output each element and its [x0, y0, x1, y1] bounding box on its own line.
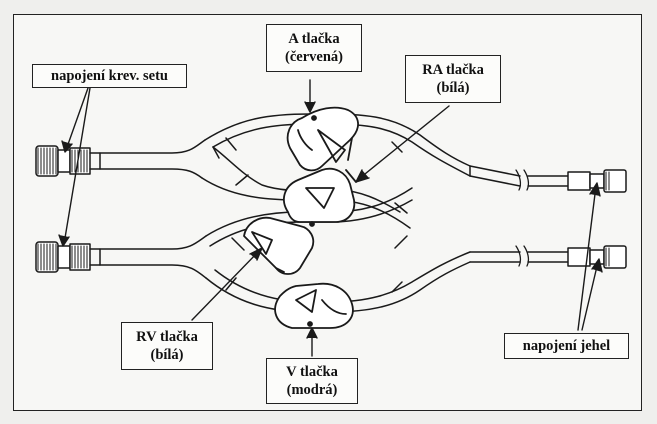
ra-clamp-label: RA tlačka (bílá) [405, 55, 501, 103]
a-clamp-label-line2: (červená) [285, 49, 343, 65]
rv-clamp-label: RV tlačka (bílá) [121, 322, 213, 370]
left-connector-lower [35, 241, 101, 273]
right-connector-upper [567, 169, 627, 193]
a-clamp-shape [286, 106, 359, 172]
rv-clamp-label-line2: (bílá) [150, 347, 184, 363]
blood-set-connection-text: napojení krev. setu [51, 68, 168, 84]
right-connector-lower [567, 245, 627, 269]
blood-set-connection-label: napojení krev. setu [32, 64, 187, 88]
rv-clamp-label-line1: RV tlačka [136, 329, 198, 345]
a-clamp-label-line1: A tlačka [288, 31, 340, 47]
ra-clamp-shape [283, 167, 357, 227]
pointer-arrows [58, 79, 603, 357]
left-trunk-tubes [99, 139, 207, 279]
a-clamp-label: A tlačka (červená) [266, 24, 362, 72]
v-clamp-label: V tlačka (modrá) [266, 358, 358, 404]
v-clamp-shape [274, 282, 354, 329]
lower-loop-tubes [205, 137, 471, 313]
needle-connection-text: napojení jehel [522, 338, 611, 354]
v-clamp-label-line1: V tlačka [286, 364, 338, 380]
left-connector-upper [35, 145, 101, 177]
right-tubes [469, 165, 569, 267]
rv-clamp-shape [243, 216, 315, 275]
v-clamp-label-line2: (modrá) [286, 382, 338, 398]
ra-clamp-label-line1: RA tlačka [422, 62, 484, 78]
ra-clamp-label-line2: (bílá) [436, 80, 470, 96]
needle-connection-label: napojení jehel [504, 333, 629, 359]
